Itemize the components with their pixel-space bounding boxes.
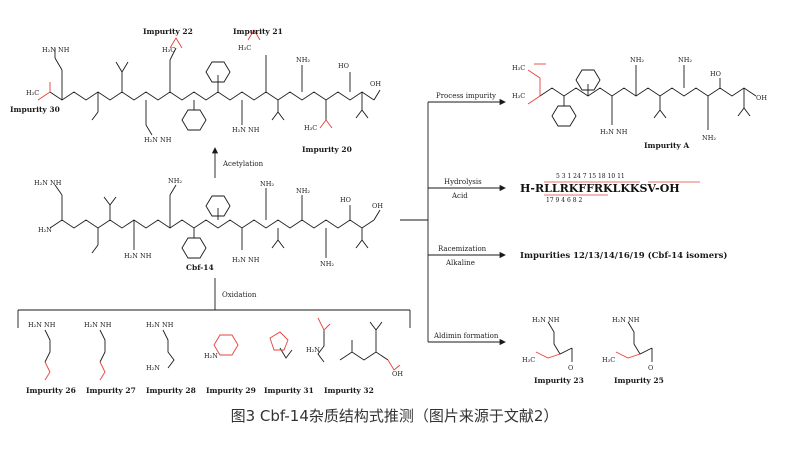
impurity-a-label: Impurity A — [644, 141, 689, 150]
hydrolysis-label: Hydrolysis — [444, 178, 482, 186]
atom-label: H₂N NH — [84, 321, 112, 329]
impurity-21-label: Impurity 21 — [233, 27, 283, 36]
acetyl-marks-top — [37, 29, 333, 129]
atom-label: H₂N — [146, 364, 160, 372]
atom-label: NH₂ — [320, 260, 334, 268]
atom-label: NH₂ — [168, 177, 182, 185]
impurity-32-label: Impurity 32 — [324, 386, 374, 395]
atom-label: H₂N NH — [146, 321, 174, 329]
acetylation-label: Acetylation — [222, 160, 264, 168]
impurity-30-label: Impurity 30 — [10, 105, 60, 114]
impurity-a-marks — [527, 63, 546, 105]
cleavage-marks — [544, 181, 700, 196]
impurity-31-label: Impurity 31 — [264, 386, 314, 395]
aldimin-formation-label: Aldimin formation — [433, 332, 499, 340]
atom-label: NH₂ — [702, 134, 716, 142]
atom-label: NH₂ — [630, 56, 644, 64]
atom-label: H₃C — [522, 356, 535, 364]
atom-label: H₃C — [238, 44, 251, 52]
atom-label: H₃C — [162, 46, 175, 54]
sequence-bottom-numbers: 17 9 4 6 8 2 — [546, 197, 582, 204]
atom-label: NH₂ — [296, 187, 310, 195]
impurity-28-label: Impurity 28 — [146, 386, 196, 395]
atom-label: H₂N NH — [232, 256, 260, 264]
atom-label: H₂N NH — [34, 179, 62, 187]
atom-label: OH — [756, 94, 767, 102]
atom-label: H₃C — [304, 124, 317, 132]
acid-label: Acid — [451, 192, 468, 200]
atom-label: H₂N — [204, 352, 218, 360]
atom-label: HO — [340, 196, 351, 204]
impurity-25-label: Impurity 25 — [614, 376, 664, 385]
atom-label: H₂N — [38, 226, 52, 234]
impurity-23-label: Impurity 23 — [534, 376, 584, 385]
atom-label: HO — [710, 70, 721, 78]
atom-label: H₃C — [512, 92, 525, 100]
alkaline-label: Alkaline — [445, 259, 475, 267]
process-impurity-label: Process impurity — [436, 92, 496, 100]
atom-label: H₂N NH — [42, 46, 70, 54]
figure-caption: 图3 Cbf-14杂质结构式推测（图片来源于文献2） — [230, 407, 559, 425]
atom-label: H₂N — [306, 346, 320, 354]
atom-label: H₂N NH — [232, 126, 260, 134]
atom-label: NH₂ — [678, 56, 692, 64]
sequence-top-numbers: 5 3 1 24 7 15 18 10 11 — [556, 173, 625, 180]
oxidation-label: Oxidation — [222, 291, 257, 299]
atom-label: NH₂ — [260, 180, 274, 188]
isomers-label: Impurities 12/13/14/16/19 (Cbf-14 isomer… — [520, 250, 727, 261]
oxidation-marks — [44, 317, 401, 381]
oxidation-products-structures — [44, 321, 389, 369]
atom-label: OH — [392, 370, 403, 378]
impurity-27-label: Impurity 27 — [86, 386, 136, 395]
acetylated-peptide-structure — [49, 47, 381, 136]
impurity-29-label: Impurity 29 — [206, 386, 256, 395]
impurity-26-label: Impurity 26 — [26, 386, 76, 395]
aldimin-products-structures — [547, 321, 653, 362]
atom-label: H₃C — [26, 89, 39, 97]
impurity-a-structure — [539, 65, 757, 130]
atom-label: H₂N NH — [28, 321, 56, 329]
atom-label: NH₂ — [296, 56, 310, 64]
atom-label: O — [648, 364, 653, 372]
cbf14-label: Cbf-14 — [186, 263, 214, 272]
atom-label: H₂N NH — [612, 316, 640, 324]
aldimin-marks — [535, 351, 641, 359]
impurity-20-label: Impurity 20 — [302, 145, 352, 154]
racemization-label: Racemization — [438, 245, 487, 253]
hydrolysis-sequence: H-RLLRKFFRKLKKSV-OH — [520, 182, 680, 195]
atom-label: H₃C — [602, 356, 615, 364]
atom-label: HO — [338, 62, 349, 70]
atom-label: OH — [370, 80, 381, 88]
oxidation-branch — [17, 309, 411, 328]
pathway-branch — [400, 98, 506, 346]
cbf14-structure — [49, 184, 381, 259]
atom-label: H₂N NH — [600, 128, 628, 136]
atom-label: H₂N NH — [532, 316, 560, 324]
atom-label: OH — [372, 202, 383, 210]
atom-label: H₃C — [512, 64, 525, 72]
atom-label: H₂N NH — [144, 136, 172, 144]
atom-label: H₂N NH — [124, 252, 152, 260]
atom-label: O — [568, 364, 573, 372]
impurity-22-label: Impurity 22 — [143, 27, 193, 36]
